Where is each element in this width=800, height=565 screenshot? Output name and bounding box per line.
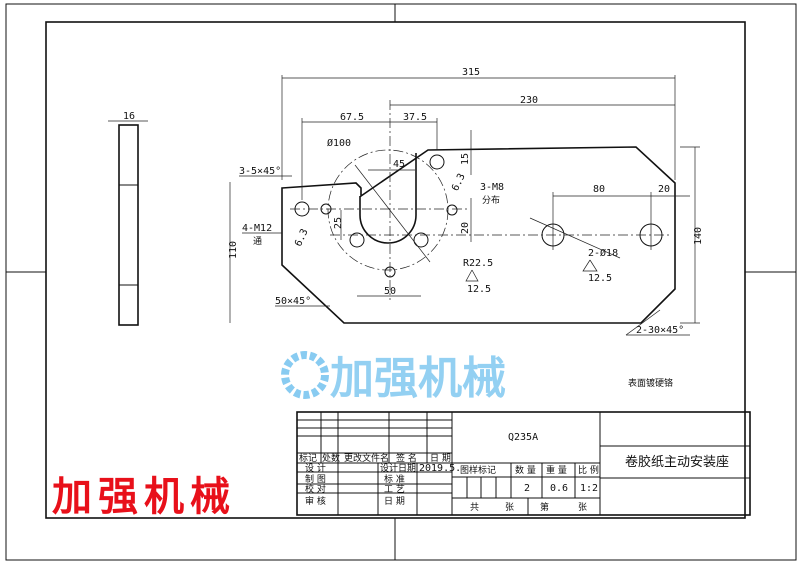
drawing-frame: [45, 21, 746, 519]
label-chamfer-50: 50×45°: [275, 296, 311, 307]
role-review: 审 核: [305, 495, 326, 507]
label-distributed: 分布: [482, 194, 500, 206]
watermark-text: 加强机械: [330, 353, 506, 404]
gear-logo-icon: [281, 351, 329, 399]
dim-50: 50: [384, 286, 396, 297]
sheet-unit-1: 张: [505, 502, 514, 513]
dim-20: 20: [658, 184, 670, 195]
label-chamfer-2-30: 2-30×45°: [636, 325, 684, 336]
header-change-doc: 更改文件名: [344, 452, 389, 464]
scale-value: 1:2: [580, 483, 598, 494]
label-date: 日 期: [384, 496, 405, 507]
surface-note: 表面镀硬铬: [628, 377, 673, 389]
label-3-m8: 3-M8: [480, 182, 504, 193]
dim-15: 15: [460, 153, 471, 165]
dim-16: 16: [123, 111, 135, 122]
quantity-value: 2: [524, 483, 530, 494]
dim-230: 230: [520, 95, 538, 106]
roughness-6-3b: 6.3: [293, 227, 311, 248]
header-quantity: 数 量: [515, 464, 536, 476]
design-date-value: 2019.5.: [419, 463, 461, 474]
dim-110: 110: [228, 241, 239, 259]
dim-37-5: 37.5: [403, 112, 427, 123]
sheet-border: [5, 3, 797, 561]
header-weight: 重 量: [546, 464, 567, 476]
header-drawing-mark: 图样标记: [460, 464, 496, 476]
sheet-total-label: 共: [470, 502, 479, 513]
side-view: 16: [108, 111, 148, 326]
brand-overlay-text: 加强机械: [52, 474, 236, 520]
dim-67-5: 67.5: [340, 112, 364, 123]
dim-20-vert: 20: [460, 222, 471, 234]
sheet-unit-2: 张: [578, 502, 587, 513]
header-signature: 签 名: [396, 452, 417, 464]
role-design: 设 计: [305, 462, 326, 474]
dim-dia-100: Ø100: [327, 137, 351, 149]
material: Q235A: [508, 432, 538, 443]
watermark: 加强机械: [281, 351, 506, 404]
role-drafting: 制 图: [305, 473, 326, 485]
dim-80: 80: [593, 184, 605, 195]
dim-r22-5: R22.5: [463, 258, 493, 269]
label-chamfer-3-5: 3-5×45°: [239, 166, 281, 177]
roughness-6-3a: 6.3: [450, 172, 468, 193]
dim-140: 140: [693, 227, 704, 245]
title-block: 标记 处数 更改文件名 签 名 日 期 设 计 制 图 校 对 审 核 设计日期…: [296, 411, 751, 516]
header-mark: 标记: [299, 452, 317, 464]
header-date: 日 期: [430, 453, 451, 464]
part-name: 卷胶纸主动安装座: [625, 454, 729, 470]
roughness-12-5a: 12.5: [467, 284, 491, 295]
label-process: 工 艺: [384, 484, 405, 495]
sheet-no-label: 第: [540, 501, 549, 513]
weight-value: 0.6: [550, 483, 568, 494]
label-through: 通: [253, 236, 262, 247]
label-4-m12: 4-M12: [242, 223, 272, 234]
dimensions: 315 230 67.5 37.5 Ø100 45 15 6.3 3-M8 分布…: [228, 67, 704, 336]
roughness-12-5b: 12.5: [588, 273, 612, 284]
dim-315: 315: [462, 67, 480, 78]
dim-45: 45: [393, 159, 405, 170]
role-check: 校 对: [305, 483, 326, 495]
header-scale: 比 例: [578, 464, 599, 476]
dim-25: 25: [333, 217, 344, 229]
label-2-dia-18: 2-Ø18: [588, 247, 618, 259]
label-design-date: 设计日期: [380, 462, 416, 474]
label-standard: 标 准: [384, 473, 405, 485]
header-count: 处数: [322, 452, 340, 464]
